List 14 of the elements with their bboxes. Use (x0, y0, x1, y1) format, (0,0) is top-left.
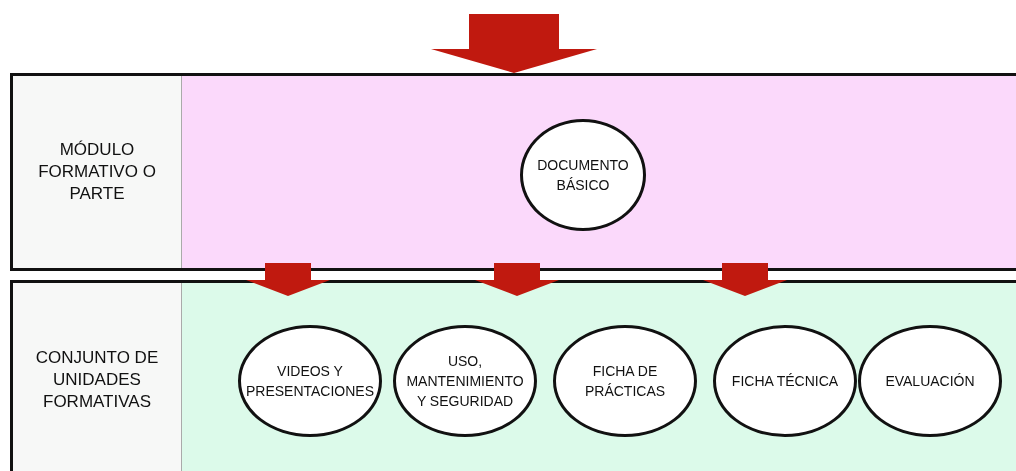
node-text: VIDEOS Y PRESENTACIONES (244, 361, 376, 401)
node-text: FICHA TÉCNICA (730, 371, 840, 391)
band-panel (10, 73, 1016, 271)
block-arrow (475, 263, 559, 296)
block-arrow (703, 263, 787, 296)
node-text: DOCUMENTO BÁSICO (536, 155, 630, 195)
band-heading: MÓDULO FORMATIVO O PARTE (37, 138, 157, 206)
node-text: FICHA DE PRÁCTICAS (583, 361, 667, 401)
node-text: EVALUACIÓN (884, 371, 976, 391)
node-text: USO, MANTENIMIENTO Y SEGURIDAD (405, 351, 525, 412)
block-arrow (246, 263, 330, 296)
band-panel (10, 280, 1016, 471)
block-arrow (431, 14, 597, 73)
band-heading: CONJUNTO DE UNIDADES FORMATIVAS (34, 346, 160, 414)
